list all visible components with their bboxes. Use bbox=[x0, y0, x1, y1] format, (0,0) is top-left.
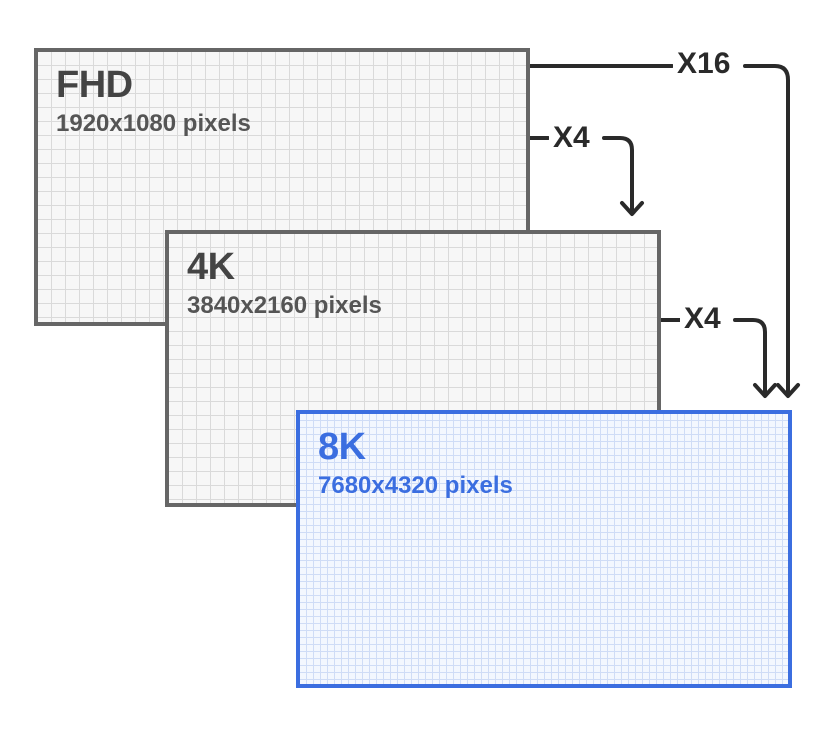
8k-pixel-count: 7680x4320 pixels bbox=[318, 472, 513, 499]
arrowhead-fhd-to-4k bbox=[620, 201, 644, 216]
arrow-4k-to-8k bbox=[659, 318, 767, 397]
multiplier-label-fhd-to-4k: X4 bbox=[549, 123, 594, 153]
fhd-title: FHD bbox=[56, 64, 133, 106]
4k-title: 4K bbox=[187, 246, 235, 288]
arrow-fhd-to-8k bbox=[528, 64, 790, 397]
4k-pixel-count: 3840x2160 pixels bbox=[187, 292, 382, 319]
fhd-pixel-count: 1920x1080 pixels bbox=[56, 110, 251, 137]
8k-resolution-panel: 8K 7680x4320 pixels bbox=[296, 410, 792, 688]
multiplier-label-x16: X16 bbox=[673, 49, 735, 79]
arrow-fhd-to-4k bbox=[528, 136, 634, 214]
arrowhead-4k-to-8k bbox=[753, 383, 777, 398]
8k-title: 8K bbox=[318, 426, 366, 468]
arrowhead-fhd-to-8k bbox=[776, 383, 800, 398]
multiplier-label-4k-to-8k: X4 bbox=[680, 304, 725, 334]
